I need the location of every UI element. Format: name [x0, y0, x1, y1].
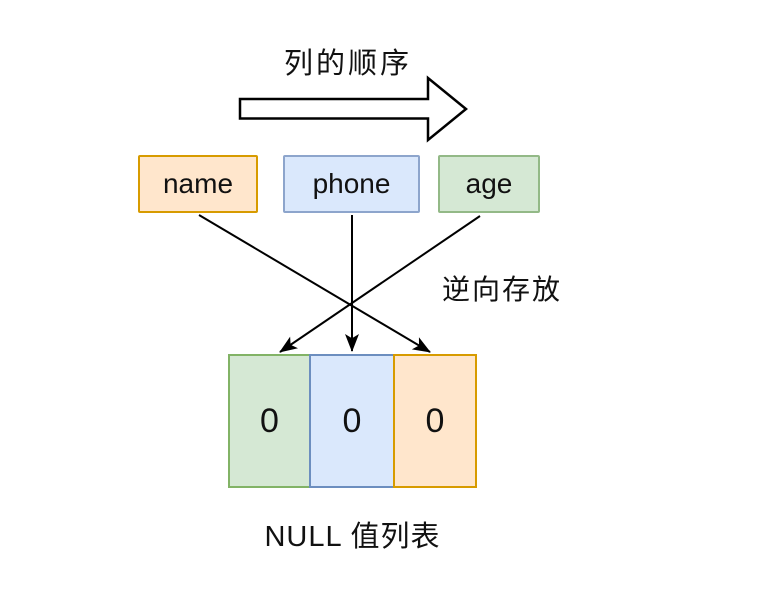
- column-box-phone: phone: [283, 155, 420, 213]
- column-label-name: name: [162, 168, 234, 199]
- column-order-label: 列的顺序: [283, 48, 412, 80]
- arrow-name-to-null-slot: [198, 214, 431, 353]
- column-label-age: age: [465, 168, 513, 199]
- order-direction-arrow: [238, 75, 468, 143]
- null-cell-value: 0: [260, 401, 279, 440]
- null-cell-blue: 0: [309, 354, 395, 488]
- null-list-caption: NULL 值列表: [264, 521, 441, 553]
- null-cell-orange: 0: [393, 354, 477, 488]
- null-cell-green: 0: [228, 354, 311, 488]
- null-cell-value: 0: [425, 401, 445, 440]
- null-cell-value: 0: [342, 401, 362, 440]
- column-label-phone: phone: [312, 168, 391, 199]
- reverse-storage-label: 逆向存放: [442, 274, 563, 305]
- column-box-name: name: [138, 155, 258, 213]
- arrow-age-to-null-slot: [279, 215, 481, 353]
- column-box-age: age: [438, 155, 540, 213]
